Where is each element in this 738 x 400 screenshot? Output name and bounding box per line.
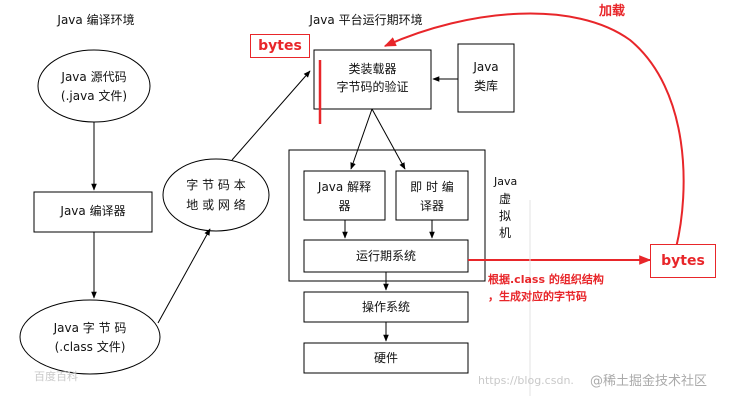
jvm-label-2: 虚 bbox=[498, 192, 511, 206]
hardware-label: 硬件 bbox=[373, 351, 398, 365]
jvm-label-1: Java bbox=[494, 175, 518, 188]
bytecode-file-label-2: (.class 文件) bbox=[54, 340, 126, 354]
jit-compiler-box bbox=[395, 170, 469, 221]
os-box bbox=[303, 291, 469, 323]
interpreter-label-2: 器 bbox=[338, 199, 351, 213]
watermark-url: https://blog.csdn. bbox=[478, 374, 574, 387]
bytecode-file-ellipse bbox=[19, 299, 161, 375]
network-label-1: 字 节 码 本 bbox=[186, 178, 246, 192]
jit-compiler-label-1: 即 时 编 bbox=[410, 180, 454, 194]
jvm-label-3: 拟 bbox=[498, 209, 511, 223]
interpreter-label-1: Java 解释 bbox=[317, 180, 372, 194]
runtime-system-label: 运行期系统 bbox=[355, 249, 416, 263]
jit-compiler-label-2: 译器 bbox=[419, 199, 444, 213]
load-label: 加载 bbox=[598, 4, 625, 19]
class-loader-box bbox=[313, 49, 432, 110]
arrow-loader-to-jit bbox=[371, 108, 406, 170]
network-ellipse bbox=[162, 158, 270, 232]
network-label-2: 地 或 网 络 bbox=[186, 198, 246, 212]
source-file-label-2: (.java 文件) bbox=[60, 89, 128, 103]
arrow-bytecode-to-network bbox=[157, 228, 211, 324]
class-library-box bbox=[457, 43, 515, 113]
class-loader-label-2: 字节码的验证 bbox=[336, 80, 409, 94]
interpreter-box bbox=[303, 170, 386, 221]
class-library-label-2: 类库 bbox=[473, 79, 498, 93]
compile-env-title: Java 编译环境 bbox=[57, 13, 135, 27]
compiler-box bbox=[33, 191, 153, 233]
jvm-label-4: 机 bbox=[498, 226, 511, 240]
note-line-1: 根据.class 的组织结构 bbox=[488, 273, 604, 286]
runtime-env-title: Java 平台运行期环境 bbox=[309, 13, 423, 27]
load-curve-arrow bbox=[383, 12, 685, 249]
watermark-left: 百度百科 bbox=[34, 370, 78, 383]
source-file-label-1: Java 源代码 bbox=[61, 70, 127, 84]
bytes-top-box: bytes bbox=[250, 34, 310, 58]
source-code-ellipse bbox=[37, 49, 151, 123]
class-library-label-1: Java bbox=[473, 60, 499, 74]
bytecode-file-label-1: Java 字 节 码 bbox=[53, 321, 127, 335]
arrow-network-to-loader bbox=[231, 70, 311, 161]
watermark-brand: @稀土掘金技术社区 bbox=[590, 374, 708, 389]
runtime-system-box bbox=[303, 239, 469, 273]
arrow-loader-to-interpreter bbox=[350, 108, 373, 170]
bytes-right-box: bytes bbox=[650, 244, 716, 278]
os-label: 操作系统 bbox=[361, 300, 410, 314]
class-loader-label-1: 类装载器 bbox=[348, 62, 397, 76]
compiler-label: Java 编译器 bbox=[60, 204, 126, 218]
note-line-2: ，生成对应的字节码 bbox=[488, 290, 587, 303]
hardware-box bbox=[303, 342, 469, 374]
